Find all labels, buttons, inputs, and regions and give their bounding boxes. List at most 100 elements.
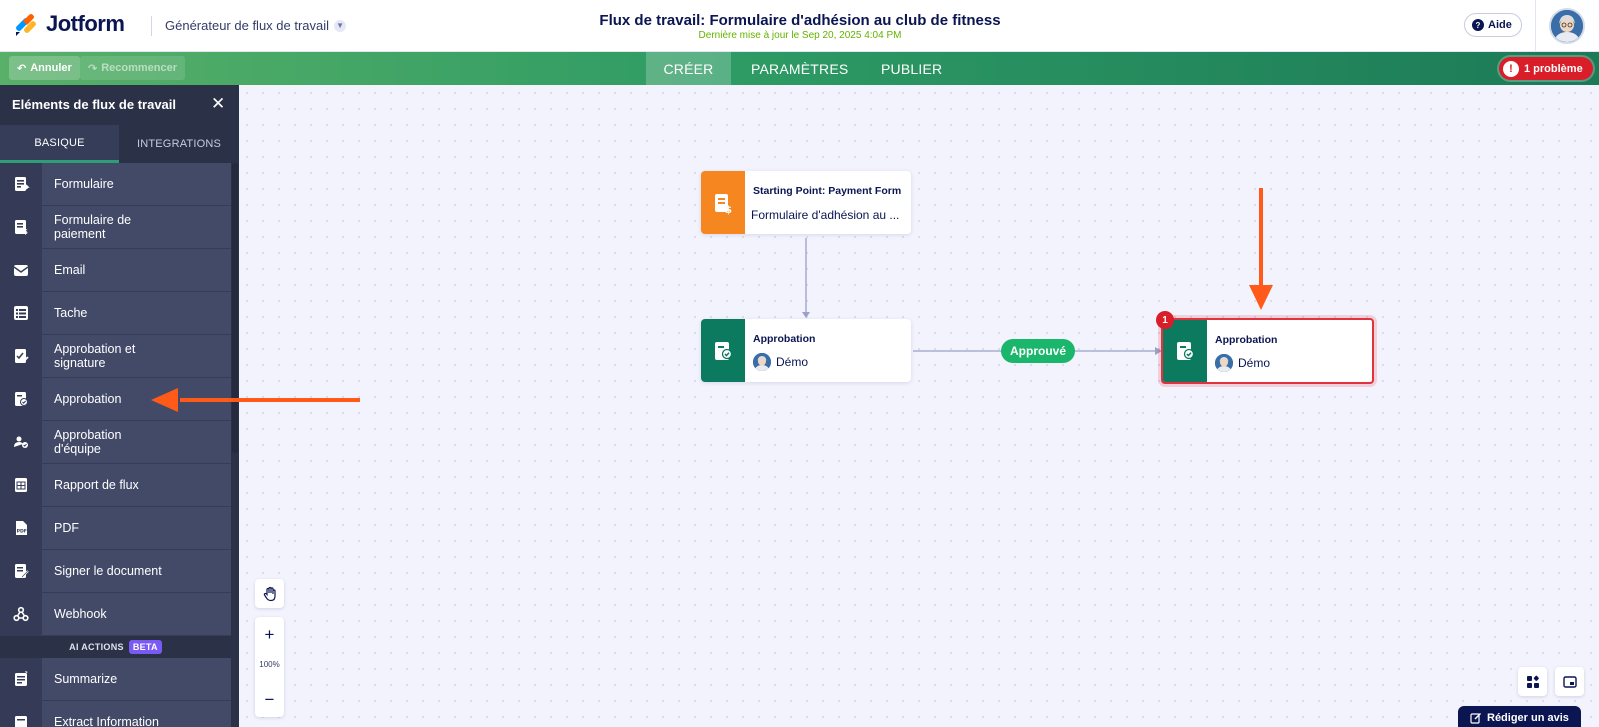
svg-text:PDF: PDF <box>17 529 27 535</box>
builder-label: Générateur de flux de travail <box>165 18 330 33</box>
workflow-elements-panel: Eléments de flux de travail ✕ BASIQUE IN… <box>0 85 239 727</box>
zoom-out-button[interactable]: − <box>264 690 275 709</box>
jotform-logo[interactable]: Jotform <box>14 11 125 37</box>
sidebar-item-label: Approbation d'équipe <box>54 428 122 456</box>
scrollbar-thumb[interactable] <box>232 163 238 453</box>
close-icon[interactable]: ✕ <box>211 94 226 113</box>
sidebar-item-label: Extract Information <box>54 715 159 727</box>
assignee-name: Démo <box>1238 356 1271 370</box>
apps-button[interactable] <box>1518 667 1547 696</box>
sidebar-item-label: PDF <box>54 521 79 535</box>
approval-icon <box>15 392 28 406</box>
minimap-button[interactable] <box>1555 667 1584 696</box>
write-review-button[interactable]: Rédiger un avis <box>1458 706 1581 727</box>
sidebar-item-label: Formulaire <box>54 177 114 191</box>
undo-icon: ↶ <box>17 62 27 75</box>
assignee-avatar <box>1215 354 1233 372</box>
tab-integrations[interactable]: INTEGRATIONS <box>136 138 222 150</box>
page-title[interactable]: Flux de travail: Formulaire d'adhésion a… <box>599 12 1001 29</box>
alert-icon: ! <box>1503 60 1519 77</box>
approval-icon <box>1163 320 1207 382</box>
redo-label: Recommencer <box>101 62 178 74</box>
tab-settings[interactable]: PARAMÈTRES <box>751 60 849 77</box>
problems-button[interactable]: ! 1 problème <box>1499 57 1593 80</box>
zoom-in-button[interactable]: + <box>264 625 275 644</box>
builder-selector[interactable]: Générateur de flux de travail ▼ <box>165 18 347 33</box>
sidebar-item-label: Tache <box>54 306 88 320</box>
connector-arrowhead <box>802 312 810 318</box>
sidebar-item-flow-report[interactable]: Rapport de flux <box>0 464 231 507</box>
pan-tool-button[interactable] <box>255 579 284 608</box>
edge-label-approved[interactable]: Approuvé <box>1001 339 1076 363</box>
form-icon <box>15 177 30 191</box>
approval-signature-icon <box>15 349 29 363</box>
sidebar-item-extract-information[interactable]: Extract Information <box>0 701 231 727</box>
sidebar-item-approval[interactable]: Approbation <box>0 378 231 421</box>
app-header: Jotform Générateur de flux de travail ▼ … <box>0 0 1599 52</box>
header-divider-right <box>1535 0 1536 52</box>
payment-form-icon: $ <box>15 220 28 236</box>
panel-header: Eléments de flux de travail ✕ <box>0 85 239 125</box>
title-block: Flux de travail: Formulaire d'adhésion a… <box>500 12 1100 41</box>
extract-icon <box>15 716 27 727</box>
approval-icon <box>701 319 745 382</box>
tab-create[interactable]: CRÉER <box>646 52 731 85</box>
panel-scrollbar[interactable] <box>231 163 239 727</box>
error-badge[interactable]: 1 <box>1156 311 1174 329</box>
sidebar-item-email[interactable]: Email <box>0 249 231 292</box>
workflow-canvas[interactable] <box>239 85 1599 727</box>
sidebar-item-team-approval[interactable]: Approbation d'équipe <box>0 421 231 464</box>
node-assignee: Démo <box>1215 354 1270 372</box>
svg-text:$: $ <box>725 205 732 215</box>
user-avatar[interactable] <box>1549 8 1585 44</box>
panel-tabs: BASIQUE INTEGRATIONS <box>0 125 239 163</box>
approval-node-2[interactable]: 1 Approbation Démo <box>1156 311 1374 384</box>
node-assignee: Démo <box>753 353 808 371</box>
node-title: Starting Point: Payment Form <box>753 185 902 197</box>
sidebar-item-summarize[interactable]: Summarize <box>0 658 231 701</box>
redo-button[interactable]: ↷ Recommencer <box>80 56 186 80</box>
sidebar-item-approval-signature[interactable]: Approbation et signature <box>0 335 231 378</box>
avatar-face-icon <box>1551 10 1583 42</box>
help-button[interactable]: ? Aide <box>1464 13 1522 37</box>
question-icon: ? <box>1472 19 1484 31</box>
task-icon <box>14 306 28 320</box>
sign-document-icon <box>15 564 29 578</box>
tab-basic[interactable]: BASIQUE <box>0 125 119 163</box>
ai-actions-section: AI ACTIONS BETA <box>0 636 231 658</box>
zoom-level: 100% <box>259 660 280 669</box>
team-approval-icon <box>14 436 28 448</box>
assignee-avatar <box>753 353 771 371</box>
webhook-icon <box>13 606 29 622</box>
start-node[interactable]: $ Starting Point: Payment Form Formulair… <box>701 171 911 234</box>
minimap-icon <box>1562 675 1577 688</box>
elements-list: Formulaire $ Formulaire de paiement Emai… <box>0 163 231 727</box>
approval-node-1[interactable]: Approbation Démo <box>701 319 911 382</box>
sidebar-item-task[interactable]: Tache <box>0 292 231 335</box>
annotation-arrowhead-down <box>1249 285 1273 310</box>
sidebar-item-form[interactable]: Formulaire <box>0 163 231 206</box>
redo-icon: ↷ <box>88 62 98 75</box>
sidebar-item-webhook[interactable]: Webhook <box>0 593 231 636</box>
tab-publish[interactable]: PUBLIER <box>881 60 943 77</box>
sidebar-item-pdf[interactable]: PDF PDF <box>0 507 231 550</box>
svg-text:$: $ <box>23 228 28 236</box>
payment-form-icon: $ <box>701 171 745 234</box>
sidebar-item-label: Webhook <box>54 607 107 621</box>
chevron-down-icon: ▼ <box>334 19 347 32</box>
flow-report-icon <box>15 478 27 492</box>
workflow-toolbar: ↶ Annuler ↷ Recommencer CRÉER PARAMÈTRES… <box>0 52 1599 85</box>
sidebar-item-payment-form[interactable]: $ Formulaire de paiement <box>0 206 231 249</box>
problems-label: 1 problème <box>1524 62 1583 75</box>
assignee-name: Démo <box>776 355 809 369</box>
undo-button[interactable]: ↶ Annuler <box>9 56 80 80</box>
logo-text: Jotform <box>46 11 125 36</box>
edit-icon <box>1470 713 1481 724</box>
node-title: Approbation <box>753 333 816 345</box>
last-update-text: Dernière mise à jour le Sep 20, 2025 4:0… <box>698 30 902 41</box>
ai-actions-label: AI ACTIONS <box>69 642 124 652</box>
sidebar-item-sign-document[interactable]: Signer le document <box>0 550 231 593</box>
widgets-icon <box>1526 675 1539 688</box>
zoom-controls: + 100% − <box>255 617 284 717</box>
